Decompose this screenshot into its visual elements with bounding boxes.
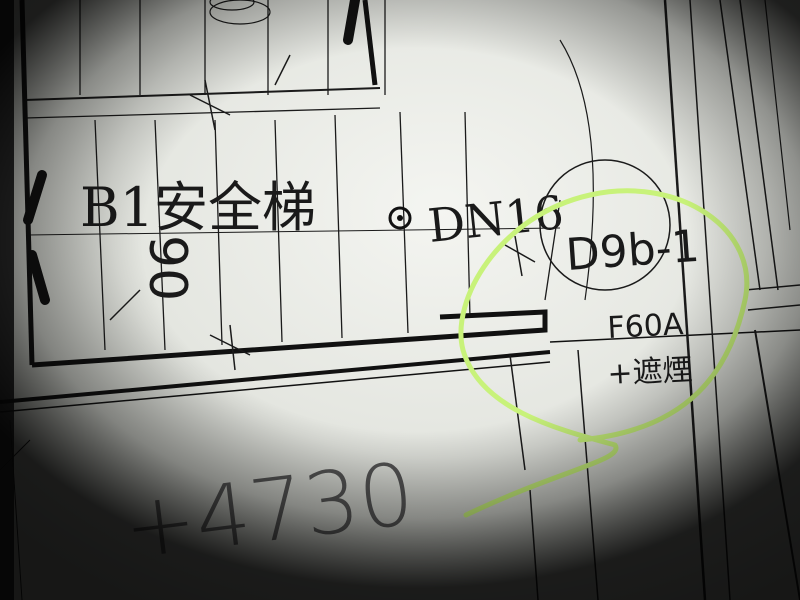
stair-dimension: 90 bbox=[137, 235, 197, 301]
left-edge bbox=[0, 0, 14, 600]
door-rating: F60A bbox=[607, 307, 685, 346]
door-note: +遮煙 bbox=[607, 353, 694, 392]
door-tag: D9b-1 bbox=[564, 221, 701, 281]
stair-label: B1安全梯 bbox=[80, 176, 316, 239]
